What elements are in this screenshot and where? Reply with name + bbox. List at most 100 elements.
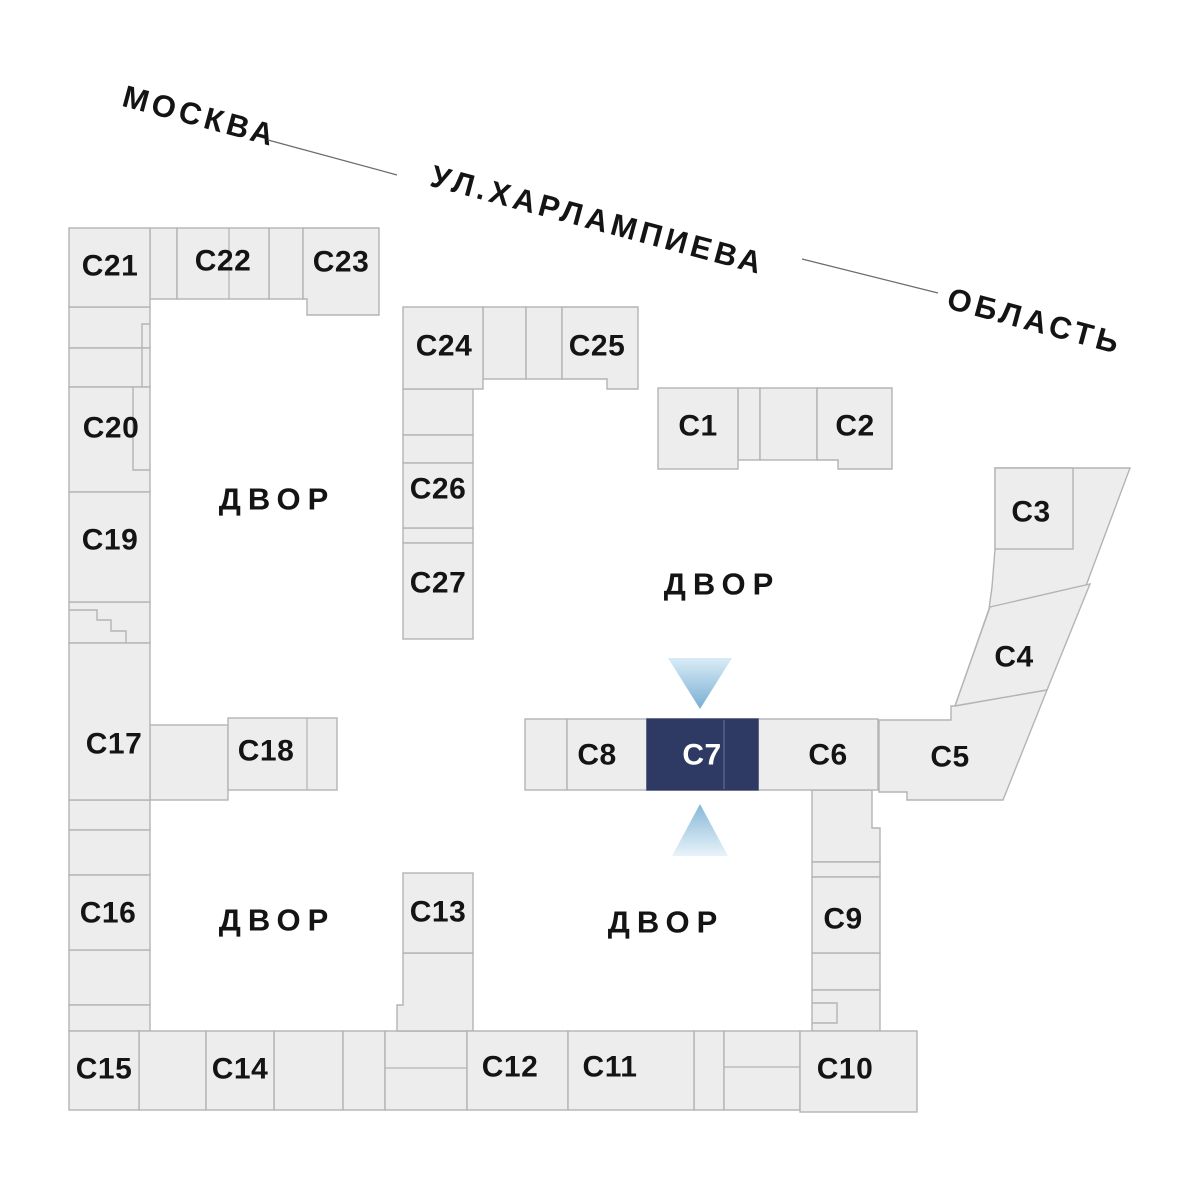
building-c22[interactable] bbox=[176, 227, 270, 300]
building-c11[interactable] bbox=[567, 1030, 695, 1111]
building-c19-label: С19 bbox=[82, 524, 139, 557]
street-city-label: МОСКВА bbox=[119, 79, 281, 154]
building-c6-label: С6 bbox=[808, 739, 847, 772]
building-c21[interactable] bbox=[68, 227, 151, 308]
building-c5[interactable] bbox=[878, 689, 1049, 801]
building-c24-label: С24 bbox=[416, 330, 473, 363]
segment bbox=[811, 952, 881, 991]
building-c4-label: С4 bbox=[994, 641, 1033, 674]
building-c13-label: С13 bbox=[410, 896, 467, 929]
building-c15[interactable] bbox=[68, 1030, 140, 1111]
building-c6[interactable] bbox=[757, 718, 879, 791]
building-c10[interactable] bbox=[799, 1030, 918, 1113]
building-c12-label: С12 bbox=[482, 1051, 539, 1084]
building-c18-label: С18 bbox=[238, 735, 295, 768]
courtyard-label-top-right: ДВОР bbox=[664, 567, 781, 602]
segment bbox=[68, 601, 151, 644]
selection-arrow-up-icon bbox=[672, 804, 728, 856]
building-c1[interactable] bbox=[657, 387, 739, 470]
segment bbox=[68, 306, 151, 349]
building-c26-label: С26 bbox=[410, 473, 467, 506]
building-c9[interactable] bbox=[811, 876, 881, 954]
segment bbox=[384, 1030, 468, 1111]
building-c12[interactable] bbox=[466, 1030, 569, 1111]
segment bbox=[68, 347, 151, 388]
segment bbox=[693, 1030, 725, 1111]
building-c26[interactable] bbox=[402, 462, 474, 529]
segment bbox=[68, 829, 151, 876]
segment bbox=[402, 434, 474, 464]
segment bbox=[396, 952, 474, 1032]
building-c16[interactable] bbox=[68, 874, 151, 951]
building-c8-label: С8 bbox=[577, 739, 616, 772]
segment bbox=[402, 527, 474, 544]
building-c27[interactable] bbox=[402, 542, 474, 640]
building-c10-label: С10 bbox=[817, 1053, 874, 1086]
building-c20-detail bbox=[132, 387, 150, 471]
buildings bbox=[68, 227, 1092, 1113]
building-c18[interactable] bbox=[227, 717, 338, 791]
building-c7-label: С7 bbox=[682, 739, 721, 772]
building-c2[interactable] bbox=[816, 387, 893, 470]
building-c25-label: С25 bbox=[569, 330, 626, 363]
building-c3[interactable] bbox=[994, 467, 1074, 550]
street-name-label: УЛ.ХАРЛАМПИЕВА bbox=[427, 158, 769, 281]
building-c25[interactable] bbox=[561, 306, 639, 390]
building-c2-label: С2 bbox=[835, 410, 874, 443]
street-region-label: ОБЛАСТЬ bbox=[944, 281, 1127, 361]
building-c14[interactable] bbox=[205, 1030, 275, 1111]
courtyard-labels: ДВОР ДВОР ДВОР ДВОР bbox=[219, 482, 781, 940]
courtyard-label-bottom-right: ДВОР bbox=[608, 905, 725, 940]
building-c11-label: С11 bbox=[583, 1051, 638, 1084]
segment bbox=[149, 724, 229, 801]
segment bbox=[149, 227, 178, 300]
building-c20[interactable] bbox=[68, 386, 151, 493]
segment bbox=[482, 306, 527, 380]
segment bbox=[273, 1030, 344, 1111]
segment bbox=[268, 227, 304, 300]
segment bbox=[68, 1004, 151, 1032]
building-c9-label: С9 bbox=[823, 903, 862, 936]
segment bbox=[524, 718, 568, 791]
courtyard-label-top-left: ДВОР bbox=[219, 482, 336, 517]
building-c22-label: С22 bbox=[195, 245, 252, 278]
building-c24[interactable] bbox=[402, 306, 484, 390]
segment bbox=[402, 388, 474, 436]
segment bbox=[811, 989, 881, 1032]
segment-detail bbox=[141, 323, 150, 387]
building-c19[interactable] bbox=[68, 491, 151, 603]
building-c23-label: С23 bbox=[313, 246, 370, 279]
building-c15-label: С15 bbox=[76, 1053, 133, 1086]
courtyard-label-bottom-left: ДВОР bbox=[219, 903, 336, 938]
building-c1-label: С1 bbox=[678, 410, 717, 443]
segment bbox=[811, 861, 881, 878]
building-c27-label: С27 bbox=[410, 567, 467, 600]
segment bbox=[723, 1030, 801, 1111]
segment bbox=[68, 949, 151, 1006]
building-c13[interactable] bbox=[402, 872, 474, 954]
selection-arrows bbox=[668, 658, 732, 856]
segment bbox=[759, 387, 818, 461]
segment bbox=[342, 1030, 386, 1111]
street-line-left bbox=[267, 139, 398, 176]
building-c23[interactable] bbox=[302, 227, 380, 316]
segment bbox=[737, 387, 761, 461]
building-c5-label: С5 bbox=[930, 741, 969, 774]
building-c16-label: С16 bbox=[80, 897, 137, 930]
building-c7-selected[interactable] bbox=[646, 718, 759, 791]
building-c20-label: С20 bbox=[83, 412, 140, 445]
segment bbox=[138, 1030, 207, 1111]
building-c21-label: С21 bbox=[82, 250, 139, 283]
building-labels: С21 С22 С23 С20 С19 С17 С18 С16 С15 С14 … bbox=[76, 245, 1050, 1086]
segment bbox=[68, 799, 151, 831]
building-c17[interactable] bbox=[68, 642, 151, 801]
segment-detail bbox=[812, 1002, 838, 1024]
building-c8[interactable] bbox=[566, 718, 648, 791]
selection-arrow-down-icon bbox=[668, 658, 732, 709]
building-c17-label: С17 bbox=[86, 728, 143, 761]
street-line-right bbox=[801, 258, 939, 294]
segment bbox=[811, 789, 881, 863]
segment bbox=[525, 306, 563, 380]
